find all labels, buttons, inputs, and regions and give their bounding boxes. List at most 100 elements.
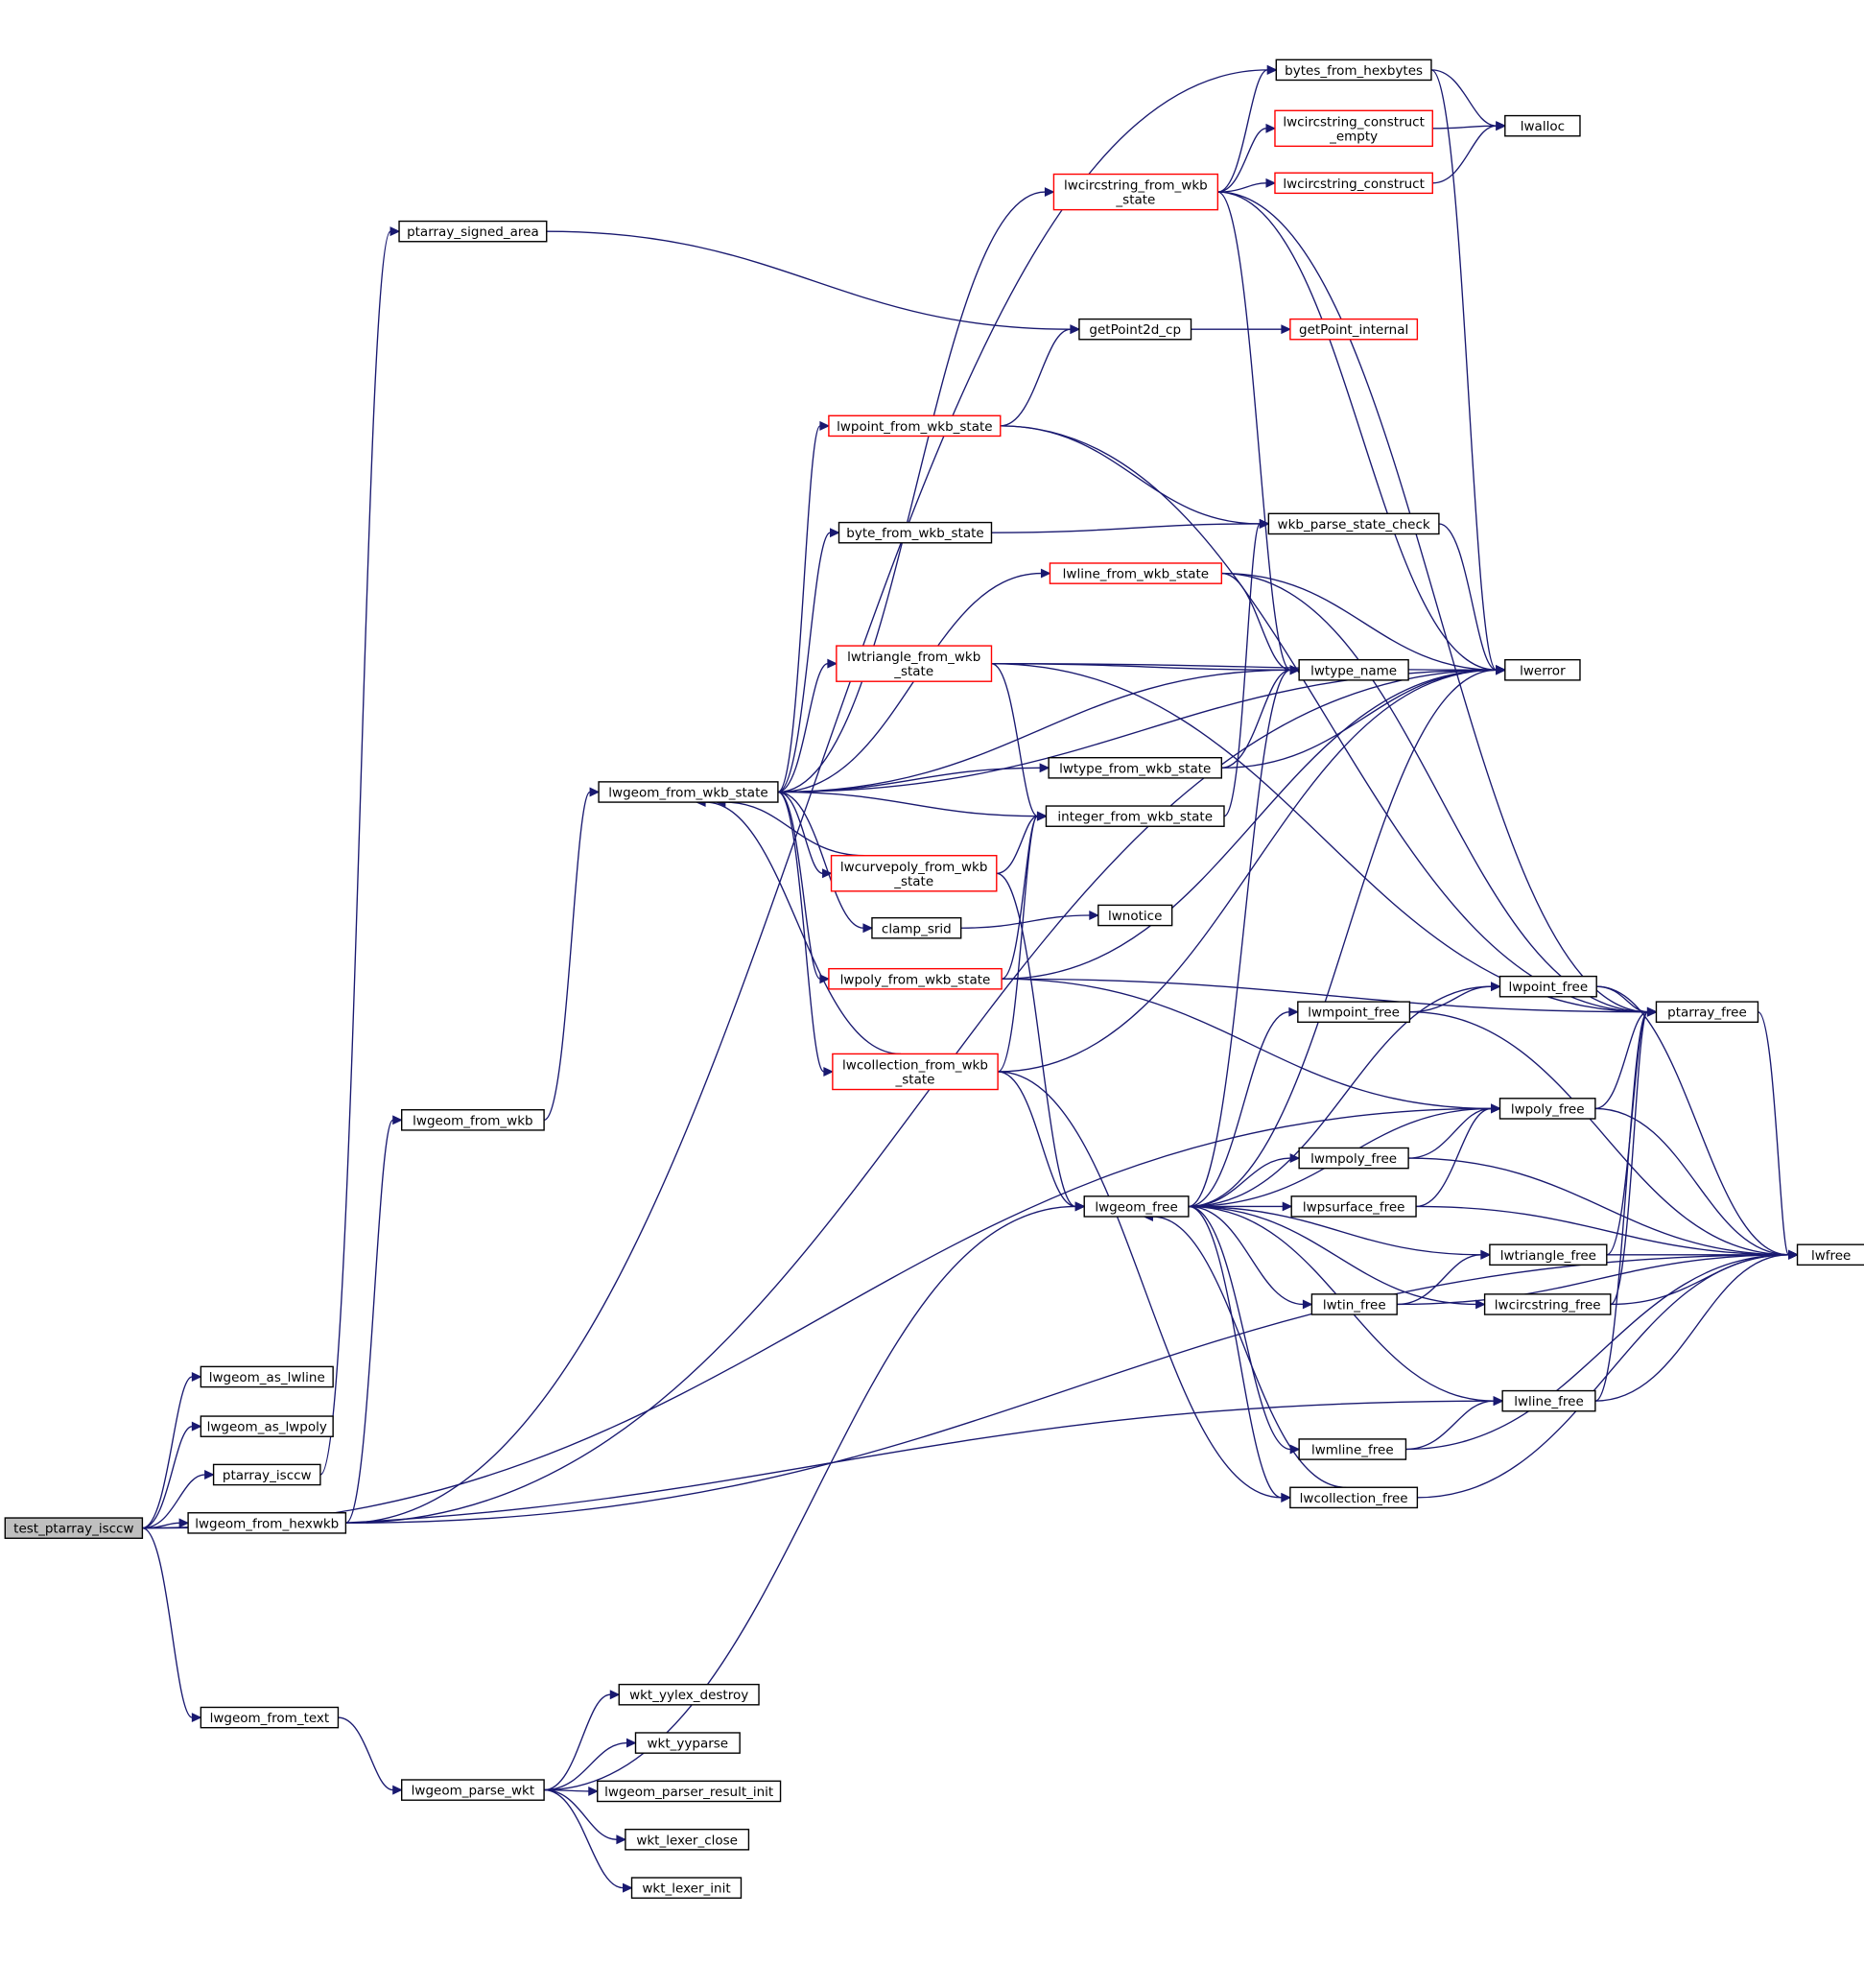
edge-line bbox=[777, 662, 829, 793]
edge-line bbox=[1188, 669, 1497, 1208]
node-lwtype_from_wkb_state[interactable]: lwtype_from_wkb_state bbox=[1048, 757, 1223, 779]
node-lwcurvepoly_from_wkb_state[interactable]: lwcurvepoly_from_wkb_state bbox=[830, 855, 998, 892]
edge-lwtype_from_wkb_state-to-lwtype_name bbox=[1221, 665, 1301, 769]
node-lwgeom_as_lwline[interactable]: lwgeom_as_lwline bbox=[200, 1365, 334, 1388]
node-bytes_from_hexbytes[interactable]: bytes_from_hexbytes bbox=[1275, 59, 1432, 82]
arrowhead bbox=[392, 1785, 403, 1795]
node-lwmpoly_free[interactable]: lwmpoly_free bbox=[1298, 1147, 1409, 1170]
node-lwcircstring_construct_empty[interactable]: lwcircstring_construct_empty bbox=[1274, 109, 1433, 148]
arrowhead bbox=[204, 1470, 215, 1479]
node-lwgeom_free[interactable]: lwgeom_free bbox=[1083, 1195, 1190, 1218]
node-lwgeom_from_hexwkb[interactable]: lwgeom_from_hexwkb bbox=[187, 1512, 347, 1534]
edge-lwgeom_from_wkb_state-to-clamp_srid bbox=[777, 791, 874, 934]
node-box bbox=[597, 1780, 782, 1803]
node-label: lwgeom_from_wkb bbox=[413, 1113, 532, 1128]
node-byte_from_wkb_state[interactable]: byte_from_wkb_state bbox=[838, 521, 993, 544]
node-label: lwtin_free bbox=[1323, 1297, 1386, 1313]
node-lwtriangle_free[interactable]: lwtriangle_free bbox=[1489, 1243, 1608, 1266]
node-box bbox=[1052, 173, 1219, 211]
edge-line bbox=[960, 914, 1090, 929]
edge-line bbox=[1002, 669, 1497, 980]
node-label: wkt_yyparse bbox=[648, 1737, 729, 1752]
node-lwalloc[interactable]: lwalloc bbox=[1504, 114, 1581, 137]
node-lwcollection_free[interactable]: lwcollection_free bbox=[1289, 1486, 1419, 1509]
node-box bbox=[618, 1683, 760, 1706]
node-lwgeom_parser_result_init[interactable]: lwgeom_parser_result_init bbox=[597, 1780, 782, 1803]
arrowhead bbox=[191, 1371, 202, 1382]
edge-line bbox=[777, 767, 1041, 793]
node-ptarray_free[interactable]: ptarray_free bbox=[1655, 1001, 1759, 1023]
node-wkt_yylex_destroy[interactable]: wkt_yylex_destroy bbox=[618, 1683, 760, 1706]
edge-line bbox=[777, 572, 1042, 793]
node-lwline_free[interactable]: lwline_free bbox=[1501, 1389, 1596, 1412]
edge-line bbox=[997, 815, 1039, 1073]
edge-lwgeom_from_wkb_state-to-byte_from_wkb_state bbox=[777, 528, 840, 793]
edge-lwline_from_wkb_state-to-lwtype_name bbox=[1221, 572, 1301, 675]
node-lwmpoint_free[interactable]: lwmpoint_free bbox=[1297, 1001, 1411, 1023]
edge-line bbox=[1594, 1011, 1649, 1402]
node-lwgeom_from_wkb[interactable]: lwgeom_from_wkb bbox=[401, 1109, 545, 1131]
node-lwnotice[interactable]: lwnotice bbox=[1097, 904, 1173, 927]
node-lwgeom_as_lwpoly[interactable]: lwgeom_as_lwpoly bbox=[200, 1415, 334, 1437]
node-lwcollection_from_wkb_state[interactable]: lwcollection_from_wkb_state bbox=[832, 1053, 999, 1091]
node-box bbox=[187, 1512, 347, 1534]
node-getPoint_internal[interactable]: getPoint_internal bbox=[1289, 318, 1419, 341]
node-lwpoly_free[interactable]: lwpoly_free bbox=[1498, 1098, 1596, 1120]
arrowhead bbox=[1282, 1201, 1293, 1212]
node-lwmline_free[interactable]: lwmline_free bbox=[1298, 1438, 1407, 1460]
edge-line bbox=[1188, 669, 1291, 1208]
node-lwpoint_free[interactable]: lwpoint_free bbox=[1498, 975, 1597, 998]
node-lwerror[interactable]: lwerror bbox=[1504, 658, 1581, 681]
node-test_ptarray_isccw[interactable]: test_ptarray_isccw bbox=[4, 1517, 144, 1539]
node-ptarray_signed_area[interactable]: ptarray_signed_area bbox=[398, 220, 548, 243]
node-lwpoint_from_wkb_state[interactable]: lwpoint_from_wkb_state bbox=[828, 414, 1002, 438]
node-wkt_yyparse[interactable]: wkt_yyparse bbox=[634, 1732, 741, 1754]
arrowhead bbox=[827, 658, 838, 669]
node-lwgeom_from_text[interactable]: lwgeom_from_text bbox=[200, 1706, 340, 1729]
node-wkt_lexer_close[interactable]: wkt_lexer_close bbox=[625, 1828, 750, 1851]
node-lwgeom_from_wkb_state[interactable]: lwgeom_from_wkb_state bbox=[598, 781, 779, 803]
node-lwline_from_wkb_state[interactable]: lwline_from_wkb_state bbox=[1049, 562, 1223, 584]
node-box bbox=[630, 1877, 743, 1899]
edge-line bbox=[1152, 1216, 1347, 1488]
node-integer_from_wkb_state[interactable]: integer_from_wkb_state bbox=[1045, 805, 1225, 827]
node-label: _state bbox=[893, 664, 933, 679]
arrowhead bbox=[1070, 324, 1081, 335]
edge-lwcollection_from_wkb_state-to-lwcollection_free bbox=[998, 1071, 1292, 1503]
edge-line bbox=[991, 662, 1038, 817]
edge-lwcollection_from_wkb_state-to-lwgeom_from_wkb_state bbox=[695, 797, 901, 1055]
node-lwfree[interactable]: lwfree bbox=[1796, 1243, 1864, 1266]
node-lwtriangle_from_wkb_state[interactable]: lwtriangle_from_wkb_state bbox=[836, 645, 993, 682]
edge-line bbox=[1188, 1205, 1476, 1306]
node-lwpoly_from_wkb_state[interactable]: lwpoly_from_wkb_state bbox=[828, 967, 1003, 990]
node-lwcircstring_free[interactable]: lwcircstring_free bbox=[1483, 1293, 1612, 1315]
edge-line bbox=[142, 1107, 1492, 1529]
edge-bytes_from_hexbytes-to-lwalloc bbox=[1430, 69, 1506, 131]
edge-lwcircstring_from_wkb_state-to-lwcircstring_construct_empty bbox=[1217, 123, 1277, 193]
edge-lwmpoint_free-to-lwfree bbox=[1409, 1011, 1799, 1260]
node-ptarray_isccw[interactable]: ptarray_isccw bbox=[212, 1463, 321, 1486]
node-getPoint2d_cp[interactable]: getPoint2d_cp bbox=[1078, 318, 1192, 341]
edge-lwgeom_free-to-lwerror bbox=[1188, 665, 1506, 1208]
edge-line bbox=[1757, 1011, 1790, 1256]
node-wkb_parse_state_check[interactable]: wkb_parse_state_check bbox=[1267, 512, 1440, 535]
node-lwtype_name[interactable]: lwtype_name bbox=[1298, 658, 1409, 681]
arrowhead bbox=[616, 1834, 627, 1845]
edge-lwgeom_parse_wkt-to-wkt_yylex_destroy bbox=[544, 1690, 621, 1791]
node-box bbox=[200, 1365, 334, 1388]
edge-line bbox=[142, 1376, 193, 1529]
edge-line bbox=[1188, 1205, 1283, 1499]
edge-lwcollection_from_wkb_state-to-lwerror bbox=[998, 665, 1506, 1073]
node-wkt_lexer_init[interactable]: wkt_lexer_init bbox=[630, 1877, 743, 1899]
edge-line bbox=[546, 230, 1071, 330]
node-label: lwgeom_from_wkb_state bbox=[608, 785, 767, 800]
node-lwpsurface_free[interactable]: lwpsurface_free bbox=[1290, 1195, 1417, 1218]
node-lwgeom_parse_wkt[interactable]: lwgeom_parse_wkt bbox=[401, 1779, 545, 1801]
node-clamp_srid[interactable]: clamp_srid bbox=[871, 916, 962, 939]
arrowhead bbox=[178, 1518, 190, 1528]
node-lwtin_free[interactable]: lwtin_free bbox=[1310, 1293, 1398, 1315]
node-lwcircstring_from_wkb_state[interactable]: lwcircstring_from_wkb_state bbox=[1052, 173, 1219, 211]
node-lwcircstring_construct[interactable]: lwcircstring_construct bbox=[1274, 172, 1433, 195]
edge-line bbox=[1432, 125, 1497, 184]
node-label: wkt_lexer_close bbox=[636, 1833, 738, 1848]
